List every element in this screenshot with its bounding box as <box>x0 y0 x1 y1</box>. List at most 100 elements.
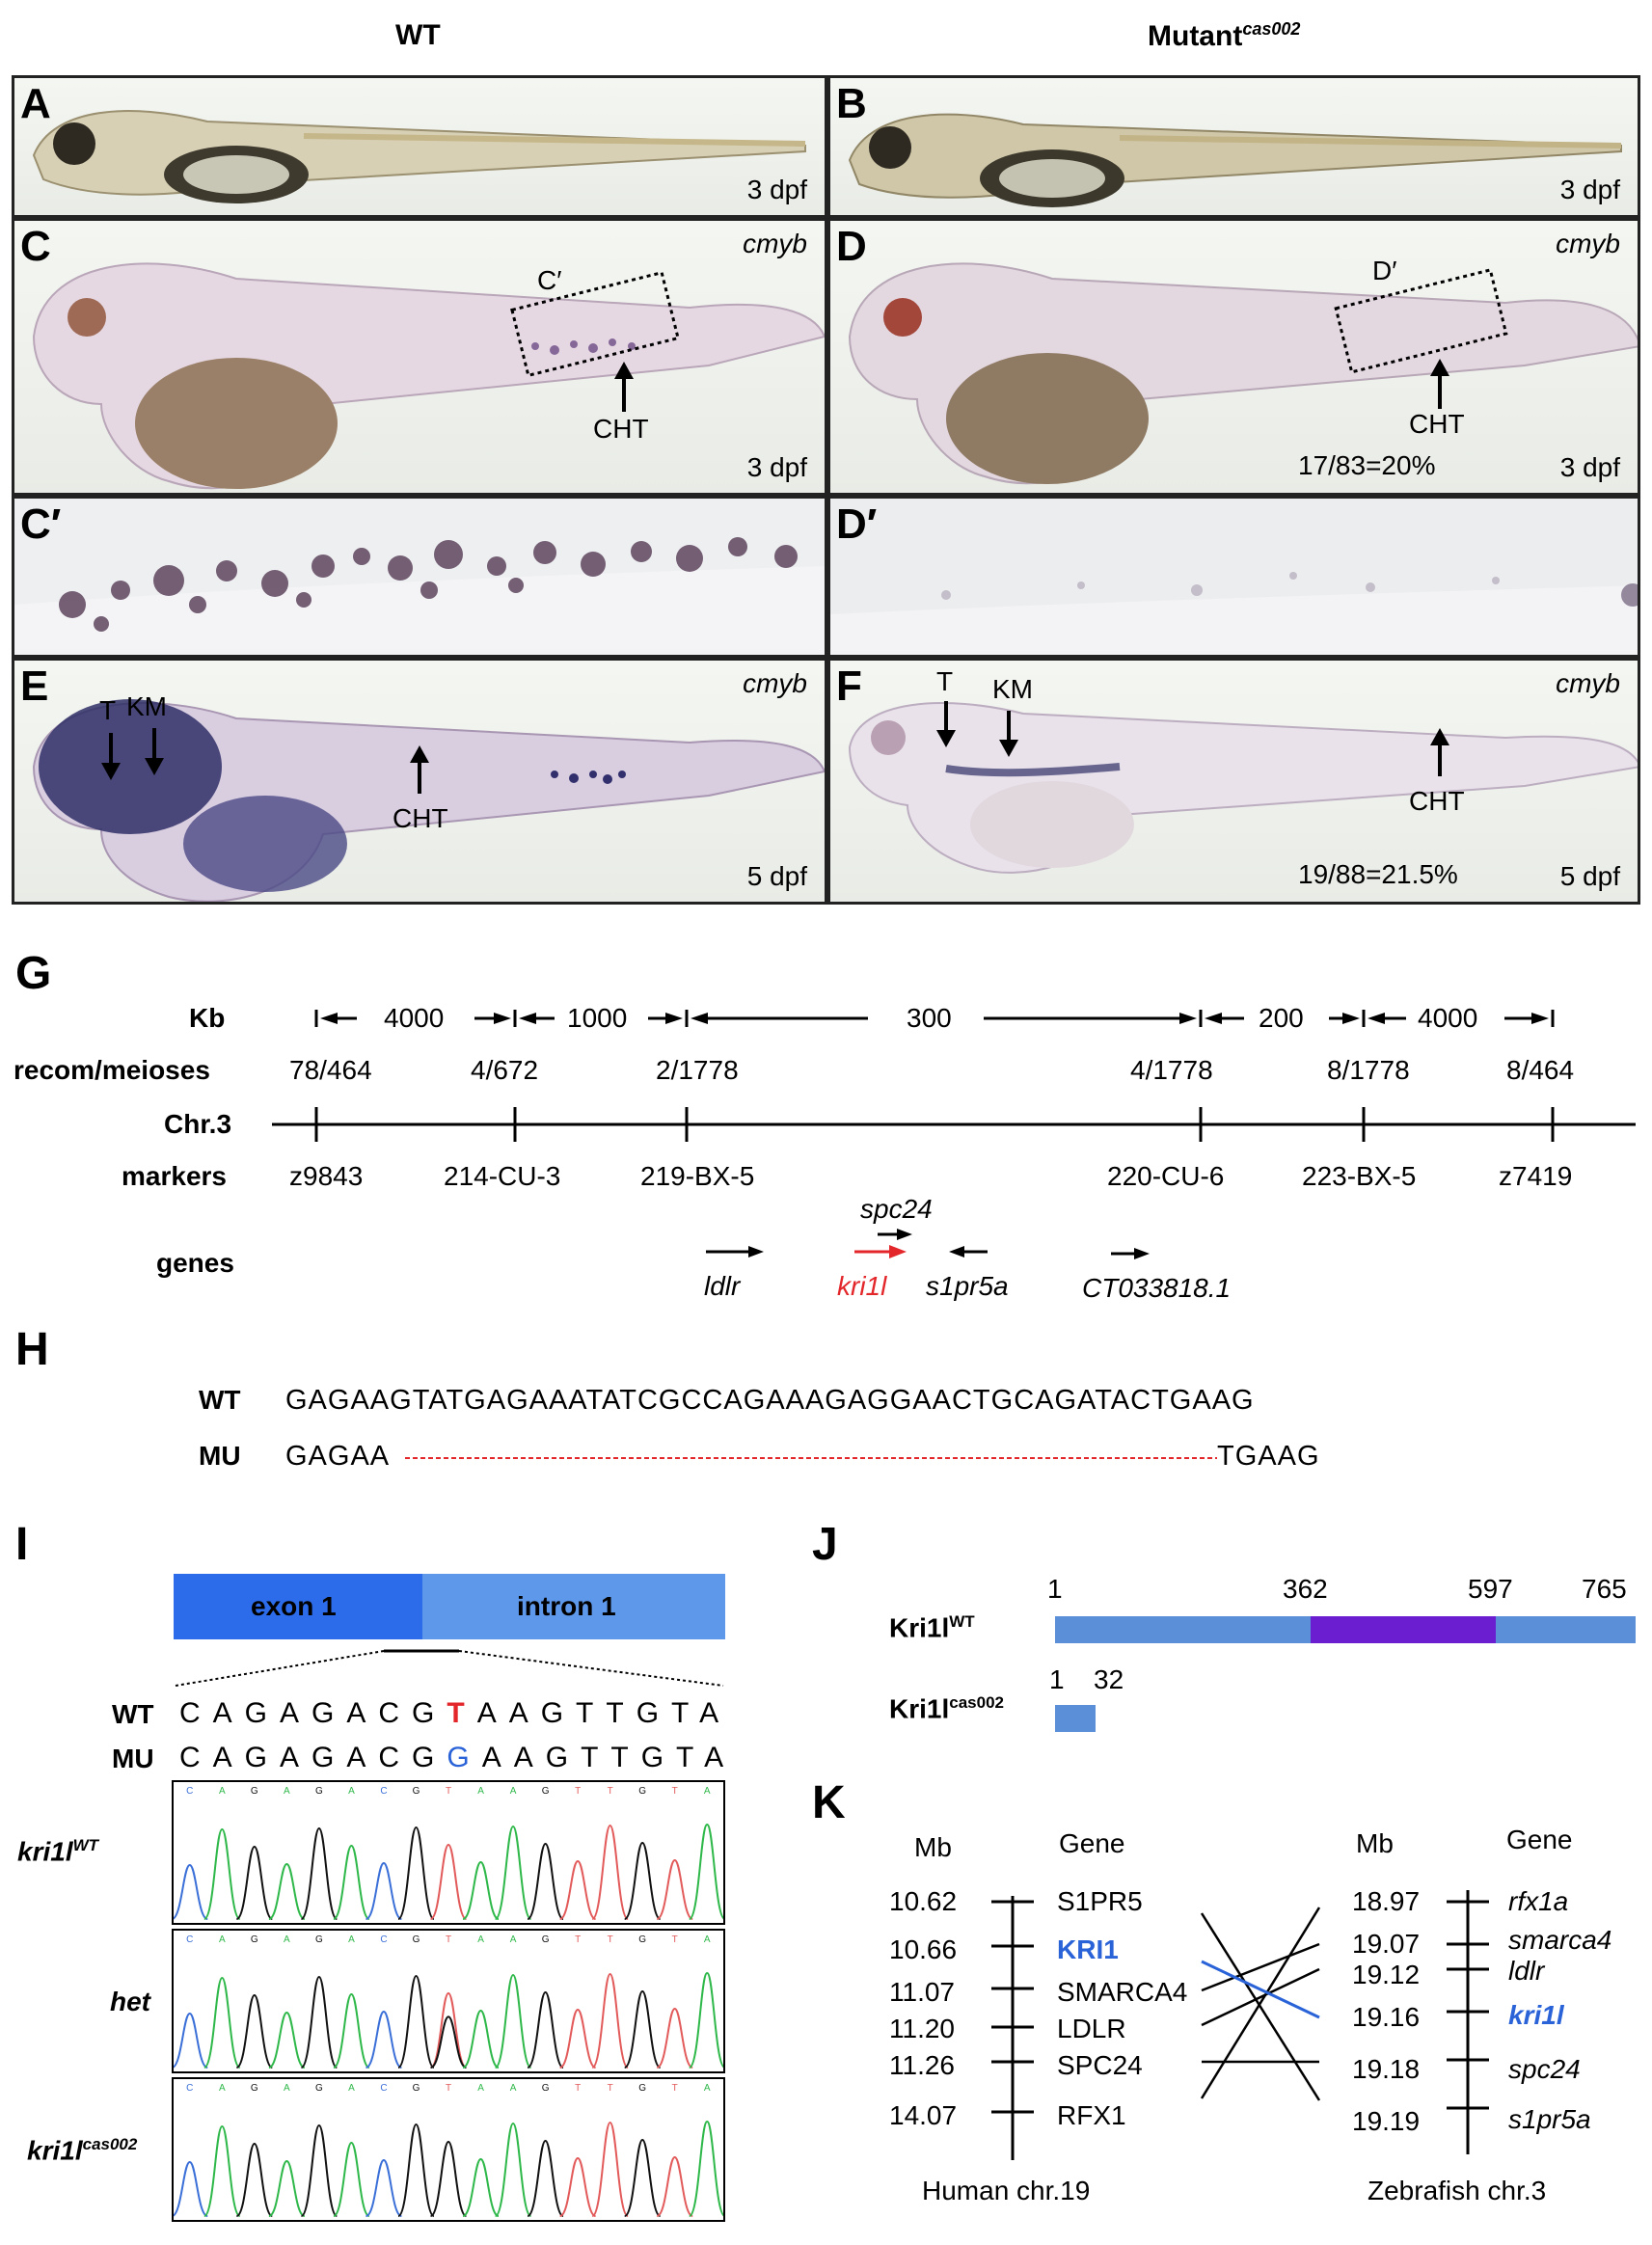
base-call-2-8: T <box>446 2083 451 2094</box>
trace-peak-1-10 <box>494 1973 532 2069</box>
j-mut-name: Kri1lcas002 <box>889 1693 1004 1724</box>
box-label-c: C′ <box>537 265 562 295</box>
panel-label-a: A <box>20 80 51 127</box>
recom-6: 8/464 <box>1506 1055 1575 1085</box>
k-fish-gene-6: s1pr5a <box>1508 2104 1591 2134</box>
base-call-1-3: A <box>284 1934 290 1945</box>
kb-value-5: 4000 <box>1418 1003 1478 1033</box>
j-mut-tick-1: 1 <box>1049 1664 1065 1694</box>
stage-e: 5 dpf <box>746 861 807 891</box>
row-label-recom: recom/meioses <box>14 1055 210 1085</box>
trace-peak-0-12 <box>559 1859 597 1920</box>
base-call-0-4: G <box>315 1786 323 1797</box>
trace-label-wt-sup: WT <box>72 1836 99 1854</box>
trace-peak-2-0 <box>171 2160 208 2217</box>
k-fish-gene-5: spc24 <box>1508 2054 1581 2084</box>
t-label-f: T <box>936 666 954 696</box>
base-call-1-1: A <box>219 1934 226 1945</box>
j-wt-name-sup: WT <box>949 1612 975 1631</box>
j-wt-name-text: Kri1l <box>889 1612 950 1643</box>
j-tick-1: 1 <box>1047 1574 1063 1604</box>
base-call-2-2: G <box>251 2083 258 2094</box>
base-call-0-2: G <box>251 1786 258 1797</box>
synteny-graphic <box>991 1890 1489 2160</box>
stage-d: 3 dpf <box>1559 452 1620 482</box>
header-mutant: Mutantcas002 <box>1148 19 1300 53</box>
panel-label-d: D <box>836 223 867 270</box>
panel-label-d-prime: D′ <box>836 500 878 548</box>
zoom-image-d-prime <box>830 572 1638 655</box>
h-wt-label: WT <box>199 1385 241 1415</box>
j-wt-name: Kri1lWT <box>889 1612 975 1643</box>
row-label-markers: markers <box>122 1161 227 1191</box>
base-call-1-10: A <box>510 1934 517 1945</box>
panel-label-i: I <box>15 1519 29 1570</box>
trace-peak-2-7 <box>397 2123 435 2217</box>
trace-peak-0-4 <box>300 1826 339 1920</box>
gene-label-c: cmyb <box>743 229 807 258</box>
gene-label-e: cmyb <box>743 668 807 698</box>
base-call-2-6: C <box>380 2083 387 2094</box>
trace-peak-1-14 <box>623 1989 662 2069</box>
base-call-0-16: A <box>704 1786 711 1797</box>
panel-label-f: F <box>836 663 862 710</box>
stage-f: 5 dpf <box>1559 861 1620 891</box>
trace-peak-1-13 <box>591 1972 630 2069</box>
trace-peak-0-6 <box>365 1861 402 1920</box>
gene-spc24: spc24 <box>860 1194 933 1224</box>
trace-peak-2-9 <box>462 2157 500 2217</box>
trace-peak-0-5 <box>333 1844 370 1920</box>
panel-a: A 3 dpf <box>12 75 827 218</box>
j-mut-tick-32: 32 <box>1094 1664 1124 1694</box>
trace-peak-2-14 <box>623 2138 662 2217</box>
k-human-mb-6: 14.07 <box>889 2100 958 2130</box>
k-fish-mb-header: Mb <box>1356 1828 1394 1858</box>
base-call-2-0: C <box>186 2083 193 2094</box>
panel-label-c-prime: C′ <box>20 500 62 548</box>
k-fish-mb-5: 19.18 <box>1352 2054 1421 2084</box>
i-wt-label: WT <box>112 1699 154 1729</box>
k-human-gene-6: RFX1 <box>1057 2100 1126 2130</box>
protein-motif-wt <box>1311 1616 1496 1643</box>
panel-c-prime: C′ <box>12 496 827 658</box>
base-call-1-13: T <box>608 1934 613 1945</box>
stage-a: 3 dpf <box>746 175 807 204</box>
base-call-1-6: C <box>380 1934 387 1945</box>
trace-peak-2-5 <box>333 2141 370 2217</box>
k-fish-title: Zebrafish chr.3 <box>1368 2176 1547 2205</box>
marker-1: z9843 <box>289 1161 364 1191</box>
panel-label-e: E <box>20 663 49 710</box>
k-human-gene-5: SPC24 <box>1057 2050 1143 2080</box>
trace-peak-0-14 <box>623 1841 662 1920</box>
recom-4: 4/1778 <box>1130 1055 1213 1085</box>
base-call-1-14: G <box>638 1934 646 1945</box>
panel-b: B 3 dpf <box>827 75 1640 218</box>
panel-label-j: J <box>812 1519 838 1570</box>
k-human-mb-1: 10.62 <box>889 1886 958 1916</box>
base-call-0-1: A <box>219 1786 226 1797</box>
k-human-gene-2: KRI1 <box>1057 1934 1119 1964</box>
k-fish-gene-header: Gene <box>1506 1825 1573 1854</box>
header-wt: WT <box>395 19 441 51</box>
recom-1: 78/464 <box>289 1055 372 1085</box>
base-call-0-3: A <box>284 1786 290 1797</box>
panel-d: D cmyb D′ CHT 17/83=20% 3 dpf <box>827 218 1640 496</box>
t-label-e: T <box>99 695 117 725</box>
base-call-1-9: A <box>477 1934 484 1945</box>
row-label-chr: Chr.3 <box>164 1109 232 1139</box>
cht-label-e: CHT <box>393 803 448 833</box>
base-call-2-13: T <box>608 2083 613 2094</box>
base-call-0-9: A <box>477 1786 484 1797</box>
base-call-1-4: G <box>315 1934 323 1945</box>
k-human-gene-1: S1PR5 <box>1057 1886 1143 1916</box>
trace-peak-1-11 <box>527 1990 564 2069</box>
h-mu-end: TGAAG <box>1217 1441 1320 1472</box>
i-mu-label: MU <box>112 1744 154 1773</box>
trace-peak-0-2 <box>235 1845 274 1920</box>
recom-2: 4/672 <box>471 1055 539 1085</box>
base-call-1-8: T <box>446 1934 451 1945</box>
base-call-2-9: A <box>477 2083 484 2094</box>
trace-peak-2-3 <box>268 2159 306 2217</box>
marker-3: 219-BX-5 <box>640 1161 755 1191</box>
trace-het-peak-1-8 <box>430 2015 467 2069</box>
